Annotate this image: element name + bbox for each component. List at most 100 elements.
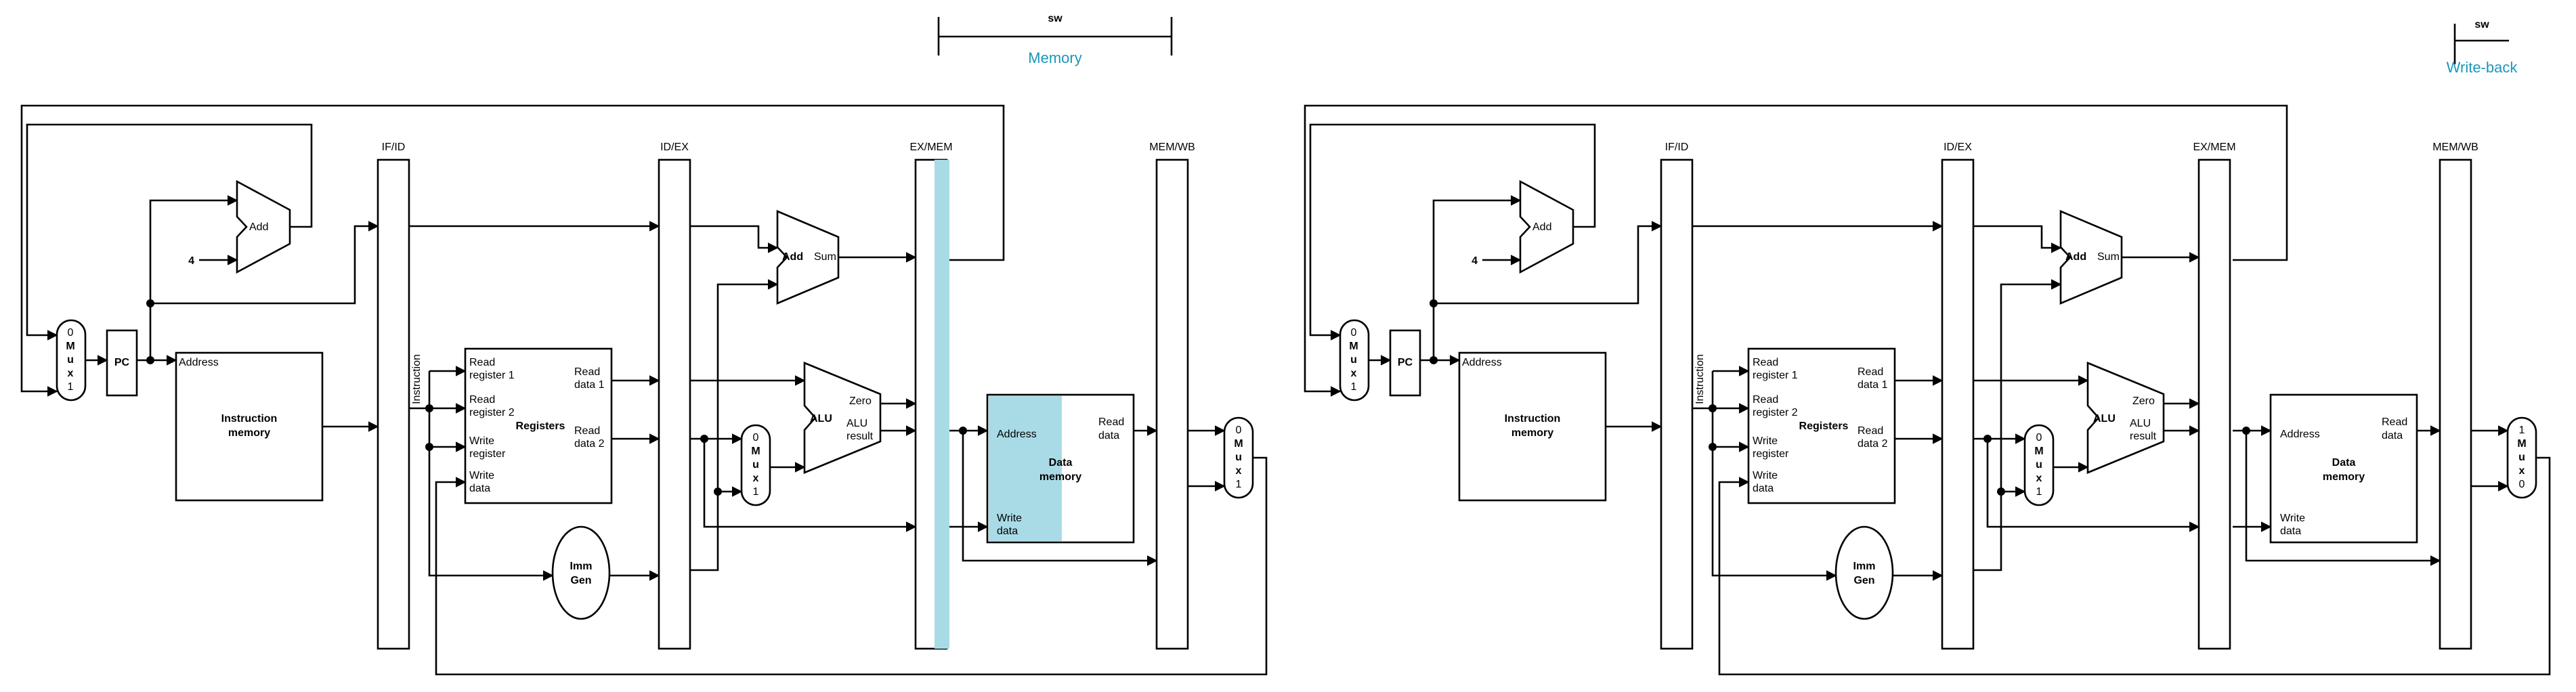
dmem-write-data-label: data — [2280, 525, 2301, 537]
instruction-label: sw — [1048, 13, 1062, 24]
read-data-2-label: Read — [574, 425, 600, 437]
pipeline-register: ID/EX — [1941, 142, 1975, 650]
write-data-label: data — [469, 483, 490, 494]
write-data-label: data — [1753, 483, 1774, 494]
mux-label: x — [2036, 473, 2042, 484]
mux-label: 0 — [1351, 327, 1357, 339]
mux-label: x — [2519, 465, 2525, 477]
dmem-title-label: Data — [2332, 457, 2356, 469]
mux-label: 1 — [68, 381, 74, 393]
pipeline-register: MEM/WB — [1149, 142, 1195, 650]
wire — [1304, 104, 2288, 397]
immgen-label: Imm — [570, 561, 593, 572]
mux-label: 0 — [1236, 425, 1242, 436]
data-memory-box — [2269, 393, 2418, 544]
stage-name-label: Write-back — [2447, 59, 2518, 76]
mux-label: u — [1235, 452, 1242, 463]
mux-label: x — [68, 368, 74, 379]
mux-label: u — [2518, 452, 2525, 463]
wire — [2245, 431, 2441, 566]
pipeline-register: EX/MEM — [909, 142, 953, 650]
read-data-1-label: Read — [1858, 366, 1883, 378]
dmem-address-label: Address — [997, 429, 1037, 440]
read-register-2-label: register 2 — [469, 407, 515, 418]
alu-shape — [803, 362, 882, 474]
wire — [26, 123, 313, 341]
imem-title-label: Instruction — [221, 413, 278, 425]
alu-label: ALU — [810, 413, 832, 425]
dmem-address-label: Address — [2280, 429, 2320, 440]
constant-four-label: 4 — [1472, 255, 1478, 267]
pipeline-register-bar — [1660, 158, 1694, 650]
dmem-read-data-label: Read — [2382, 416, 2407, 428]
write-register-label: Write — [469, 435, 494, 447]
dmem-write-data-label: Write — [2280, 513, 2305, 524]
wire — [1309, 123, 1596, 341]
wire — [1718, 456, 2551, 676]
wire — [690, 279, 779, 571]
read-data-1-label: Read — [574, 366, 600, 378]
alu-result-label: result — [846, 431, 874, 442]
data-memory-highlight — [989, 396, 1062, 541]
pc-label: PC — [114, 357, 130, 368]
mux-label: 0 — [753, 432, 759, 444]
wire — [1986, 439, 2200, 532]
dmem-read-data-label: data — [2382, 430, 2403, 441]
read-register-1-label: Read — [1753, 357, 1778, 368]
alu-zero-label: Zero — [2132, 395, 2155, 407]
mux-label: x — [1236, 465, 1242, 477]
pipeline-register-bar — [658, 158, 691, 650]
dmem-read-data-label: Read — [1098, 416, 1124, 428]
mux-label: u — [2036, 459, 2042, 471]
pipeline-register: EX/MEM — [2193, 142, 2236, 650]
read-data-2-label: data 2 — [1858, 438, 1888, 450]
mux-label: M — [751, 446, 760, 457]
imem-title-label: Instruction — [1505, 413, 1561, 425]
pc-adder: Add 4 — [1472, 179, 1574, 274]
mux-label: 1 — [2036, 486, 2042, 498]
mux-label: 1 — [2519, 425, 2525, 436]
write-data-label: Write — [469, 470, 494, 481]
instruction-memory-box — [175, 351, 324, 502]
pipeline-register-bar — [2197, 158, 2231, 650]
wire — [1973, 279, 2062, 571]
mux-label: 1 — [1236, 479, 1242, 490]
pipeline-register-bar — [1941, 158, 1975, 650]
alu-result-label: result — [2130, 431, 2157, 442]
mux-label: x — [1351, 368, 1357, 379]
read-register-1-label: register 1 — [469, 370, 515, 381]
mux-label: x — [753, 473, 759, 484]
immgen-label: Imm — [1853, 561, 1876, 572]
adder-label: Add — [1532, 221, 1551, 233]
read-data-2-label: Read — [1858, 425, 1883, 437]
pipeline-register-label: IF/ID — [1665, 142, 1689, 153]
pipeline-register-label: IF/ID — [382, 142, 406, 153]
dmem-write-data-label: Write — [997, 513, 1022, 524]
immgen-label: Gen — [570, 575, 591, 586]
pc-box — [106, 329, 138, 397]
wire — [150, 221, 379, 305]
pipeline-register: ID/EX — [658, 142, 691, 650]
adder-shape — [1519, 179, 1574, 274]
pipeline-register-label: MEM/WB — [1149, 142, 1195, 153]
dmem-write-data-label: data — [997, 525, 1018, 537]
wire — [428, 371, 554, 581]
dmem-title-label: Data — [1049, 457, 1073, 469]
registers-title-label: Registers — [516, 420, 565, 432]
alu-shape — [2086, 362, 2165, 474]
mux-label: u — [67, 354, 74, 366]
